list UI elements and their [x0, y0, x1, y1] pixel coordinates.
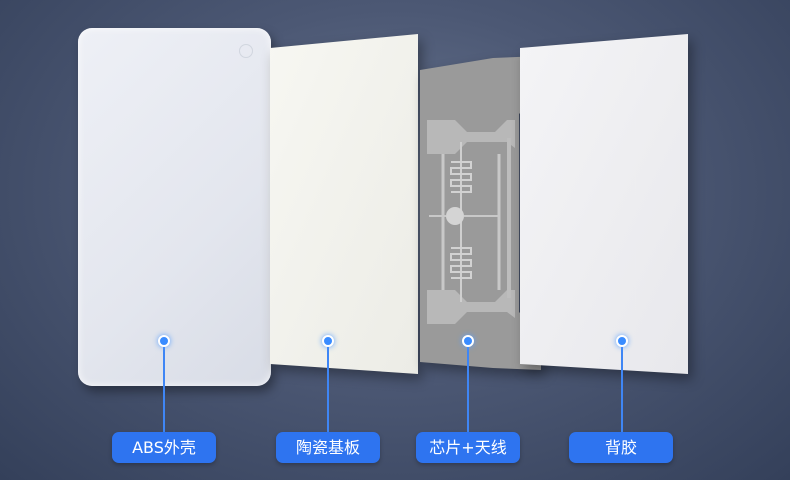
chip-antenna-layer: [420, 56, 541, 370]
ceramic-marker-dot: [322, 335, 334, 347]
antenna-coil-upper: [450, 161, 472, 193]
chip-marker-dot: [462, 335, 474, 347]
abs-shell-layer: [78, 28, 271, 386]
antenna-pad-top: [427, 120, 515, 154]
adhesive-marker-dot: [616, 335, 628, 347]
chip: [446, 207, 464, 225]
antenna-coil-lower: [450, 247, 472, 279]
ceramic-substrate-layer: [270, 34, 418, 374]
back-adhesive-layer: [520, 34, 688, 374]
chip-connector-line: [467, 341, 469, 433]
abs-connector-line: [163, 341, 165, 433]
ceramic-connector-line: [327, 341, 329, 433]
antenna-pad-bottom: [427, 290, 515, 324]
adhesive-connector-line: [621, 341, 623, 433]
label-abs-shell: ABS外壳: [112, 432, 216, 463]
label-back-adhesive: 背胶: [569, 432, 673, 463]
label-chip-antenna: 芯片+天线: [416, 432, 520, 463]
label-ceramic-substrate: 陶瓷基板: [276, 432, 380, 463]
abs-marker-dot: [158, 335, 170, 347]
shell-mounting-hole: [239, 44, 253, 58]
